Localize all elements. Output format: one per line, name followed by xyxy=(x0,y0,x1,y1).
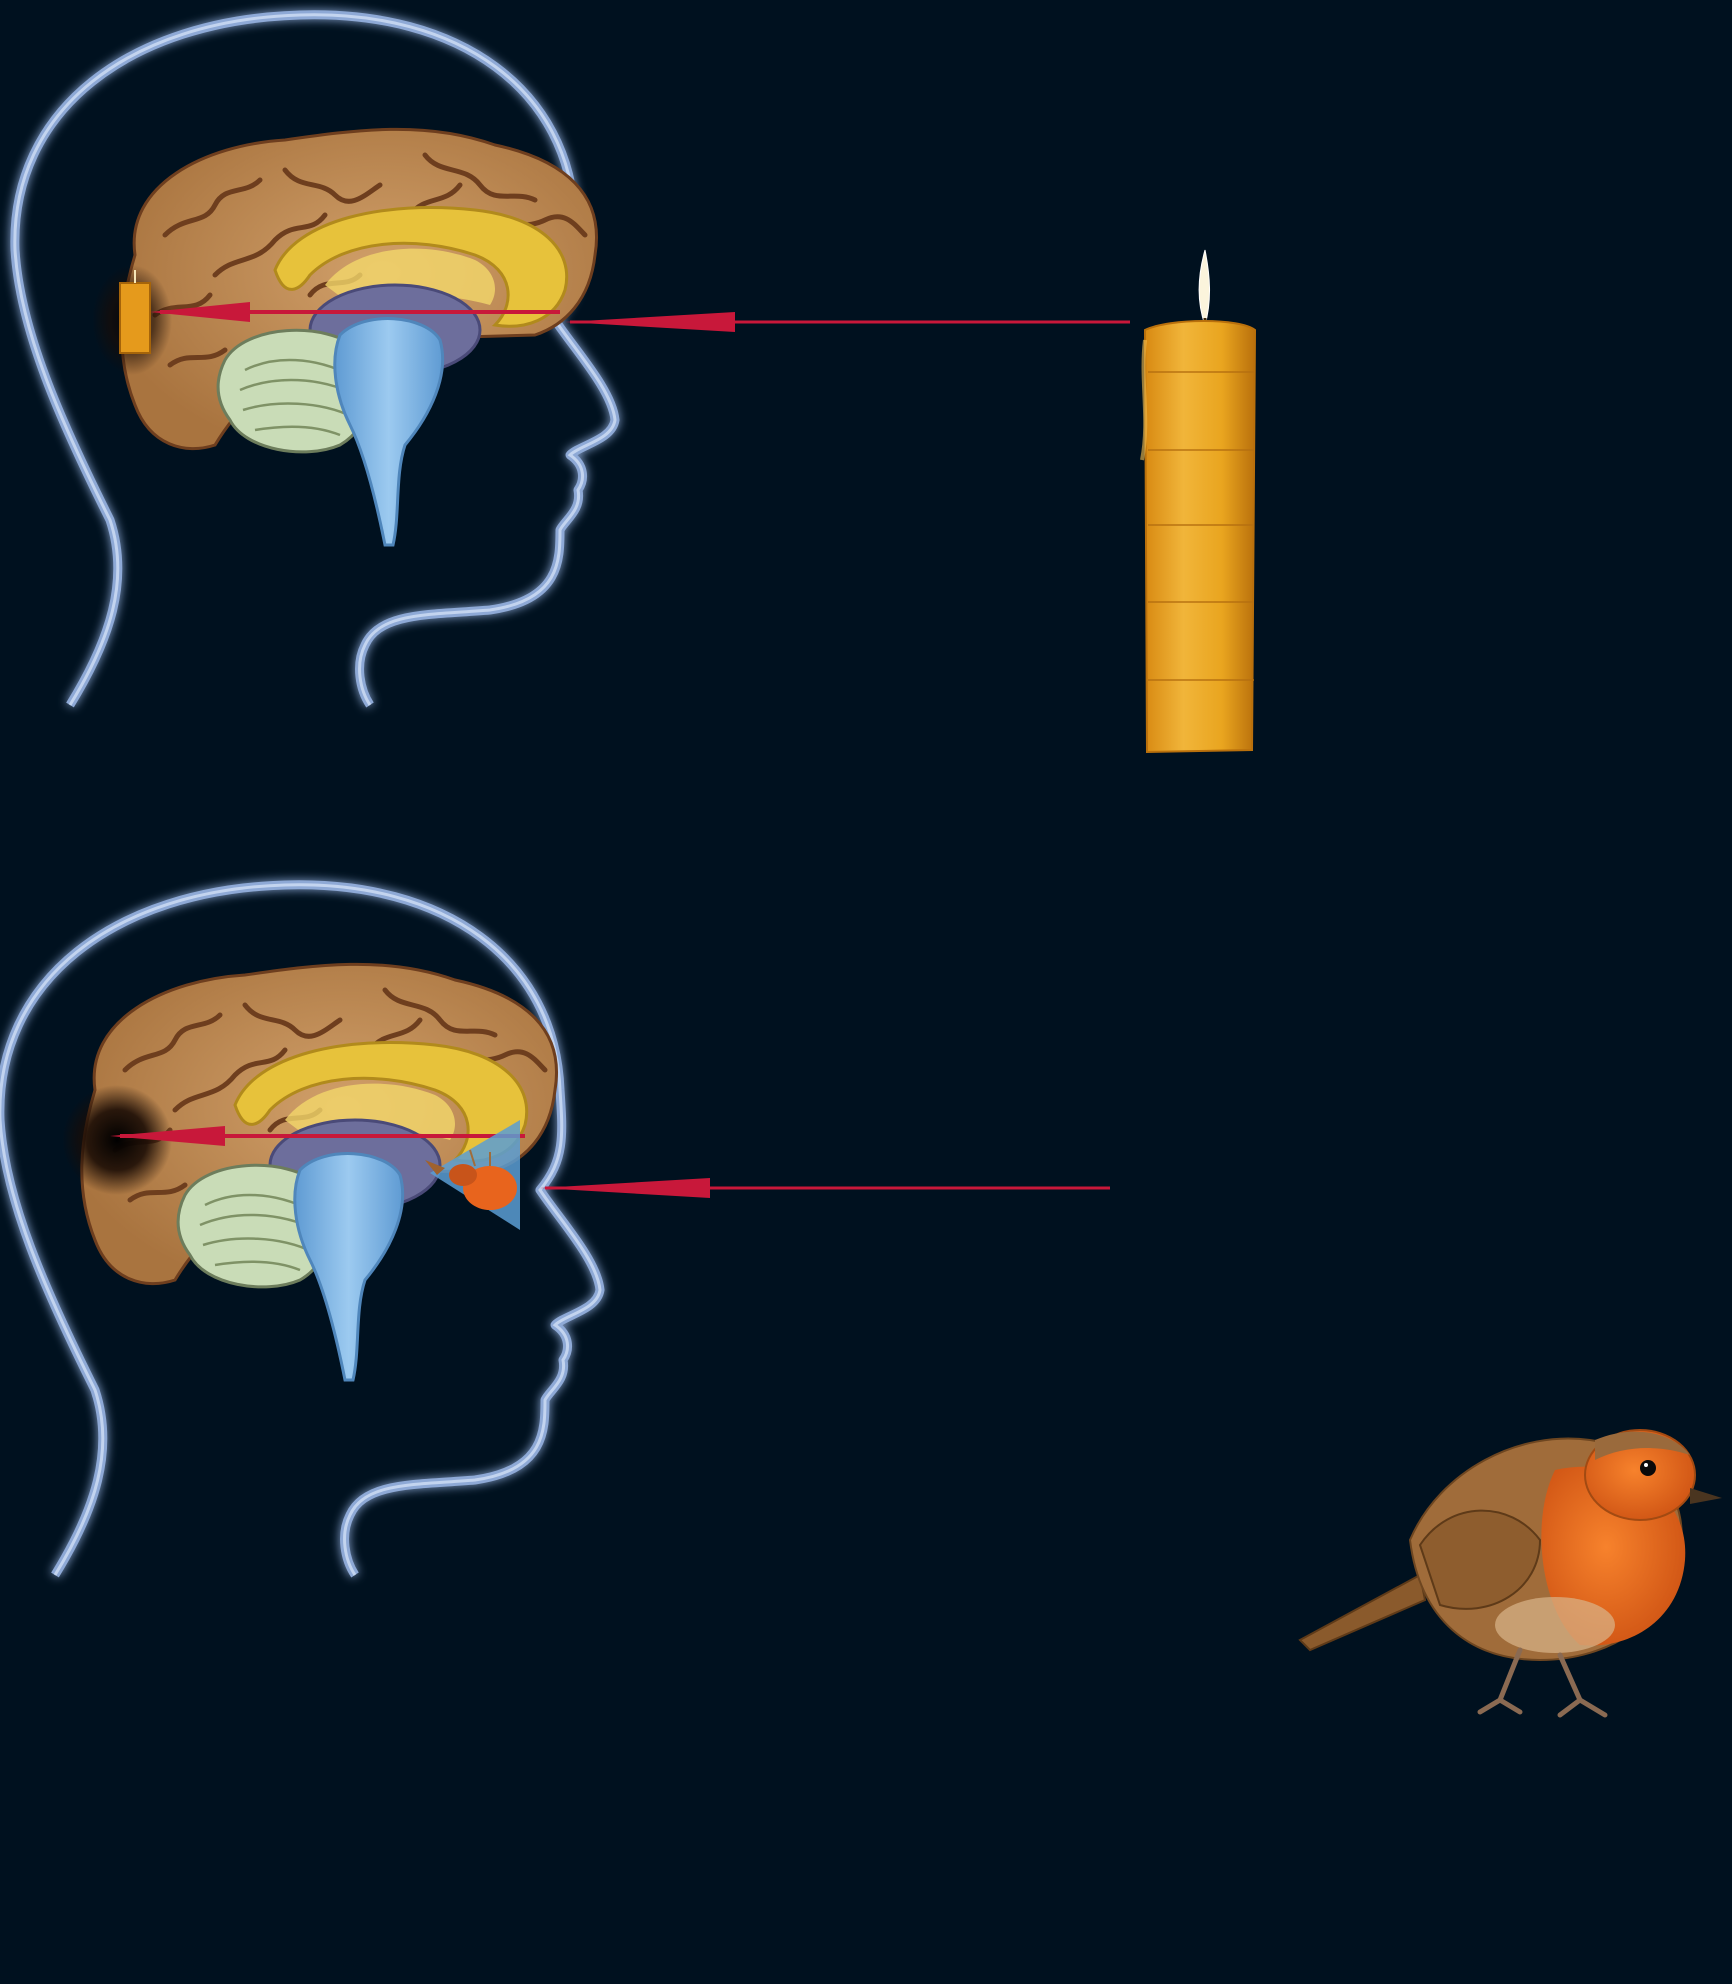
candle xyxy=(1142,250,1255,752)
internal-dark-spot xyxy=(62,1085,172,1195)
robin xyxy=(1300,1430,1722,1715)
sight-arrow-top xyxy=(565,312,1130,332)
sight-arrow-bottom xyxy=(540,1178,1110,1198)
bottom-panel xyxy=(0,885,1110,1575)
brain-top xyxy=(122,129,597,545)
internal-candle-image xyxy=(92,265,172,375)
top-panel xyxy=(15,15,1255,752)
